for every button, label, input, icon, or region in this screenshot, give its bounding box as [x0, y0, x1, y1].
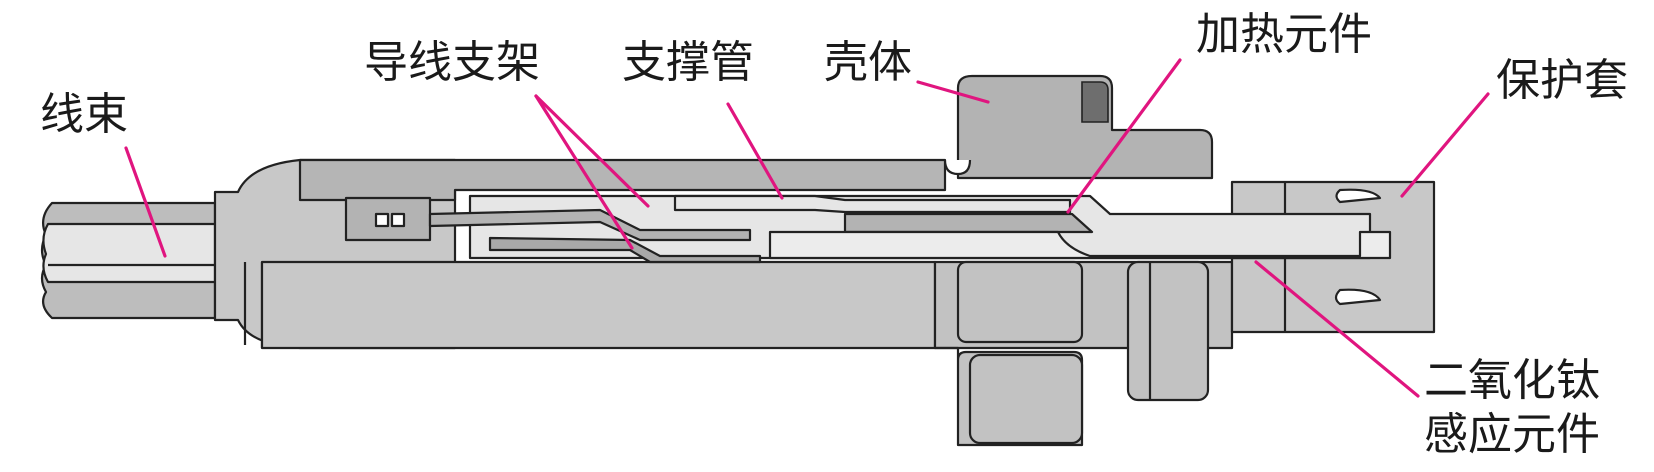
label-heating-element: 加热元件	[1196, 9, 1372, 60]
label-sensing-element-line1: 二氧化钛	[1424, 355, 1600, 406]
gasket-inner	[968, 353, 1084, 445]
support-tube	[673, 194, 1072, 214]
connector-pin-1	[374, 212, 390, 228]
tio2-sensing-element	[768, 230, 1392, 260]
label-sensing-element-line2: 感应元件	[1424, 409, 1600, 460]
hex-upper	[956, 74, 1214, 180]
leader-support-tube	[726, 102, 784, 200]
leader-wire-bracket-a	[534, 94, 650, 208]
housing-hex	[943, 74, 1214, 180]
leader-heating-element	[1066, 58, 1182, 214]
wire-bracket	[344, 196, 762, 264]
connector-pin-2	[390, 212, 406, 228]
heating-element	[843, 212, 1094, 234]
label-wire-bracket: 导线支架	[364, 37, 540, 88]
thread-block	[1126, 260, 1210, 402]
wire-harness	[40, 201, 217, 320]
leader-wire-bracket-b	[534, 94, 634, 250]
leader-protective-sleeve	[1400, 92, 1490, 198]
leader-sensing-element	[1254, 260, 1420, 398]
leader-housing	[916, 80, 990, 104]
housing-lower	[933, 260, 1234, 447]
label-protective-sleeve: 保护套	[1496, 55, 1628, 106]
bracket-lower-arm	[488, 236, 762, 264]
hex-notch	[943, 159, 972, 176]
label-housing: 壳体	[824, 37, 912, 88]
leader-wire-harness	[124, 146, 167, 258]
label-wire-harness: 线束	[40, 89, 128, 140]
main-body-lower	[260, 260, 937, 350]
cable-core	[42, 222, 217, 284]
hex-lower-block-1	[956, 260, 1084, 344]
label-support-tube: 支撑管	[622, 37, 754, 88]
sleeve-hole-bottom	[1334, 288, 1382, 306]
leader-lines	[124, 58, 1490, 398]
sleeve-hole-top	[1335, 188, 1382, 204]
hex-accent	[1081, 81, 1109, 123]
